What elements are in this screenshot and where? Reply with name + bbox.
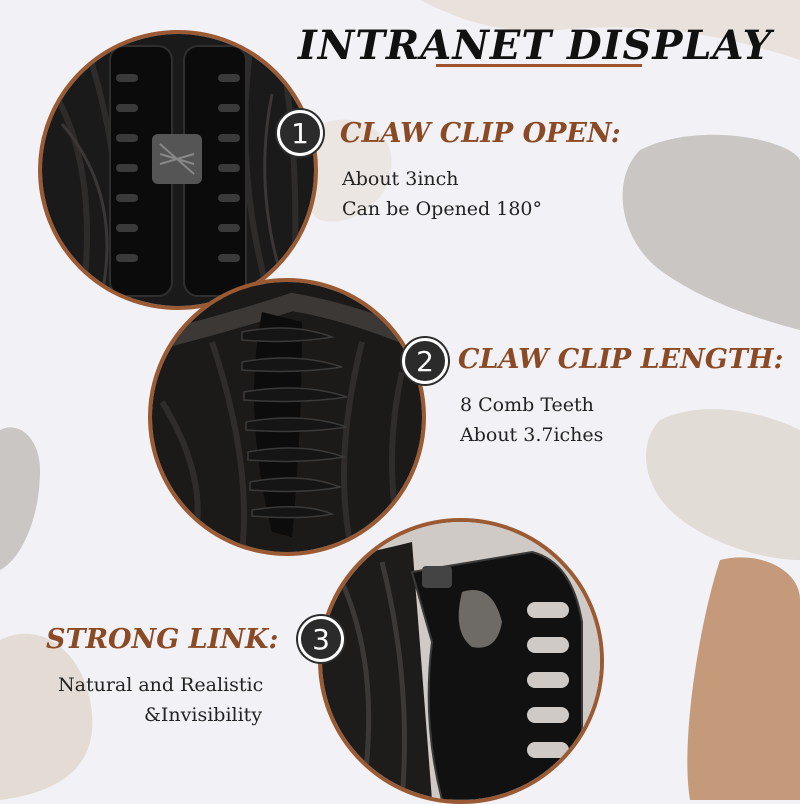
feature-line: Natural and Realistic [58, 674, 264, 696]
feature-heading-open: CLAW CLIP OPEN: [340, 118, 621, 149]
strong-link-photo [318, 518, 604, 804]
feature-line: 8 Comb Teeth [460, 394, 594, 416]
claw-clip-length-photo [148, 278, 426, 556]
feature-desc-length: 8 Comb Teeth About 3.7iches [460, 390, 603, 450]
feature-desc-open: About 3inch Can be Opened 180° [342, 164, 542, 224]
feature-line: About 3inch [342, 168, 459, 190]
page-title: INTRANET DISPLAY [298, 22, 773, 69]
title-underline [436, 64, 642, 67]
feature-desc-strong-link: Natural and Realistic &Invisibility [58, 670, 263, 730]
feature-line: About 3.7iches [460, 424, 604, 446]
feature-heading-length: CLAW CLIP LENGTH: [458, 344, 784, 375]
feature-line: &Invisibility [144, 704, 263, 726]
feature-line: Can be Opened 180° [342, 198, 543, 220]
claw-clip-open-photo [38, 30, 318, 310]
step-badge-3: 3 [298, 616, 344, 662]
step-badge-2: 2 [402, 338, 448, 384]
step-badge-1: 1 [277, 110, 323, 156]
feature-heading-strong-link: STRONG LINK: [46, 624, 279, 655]
